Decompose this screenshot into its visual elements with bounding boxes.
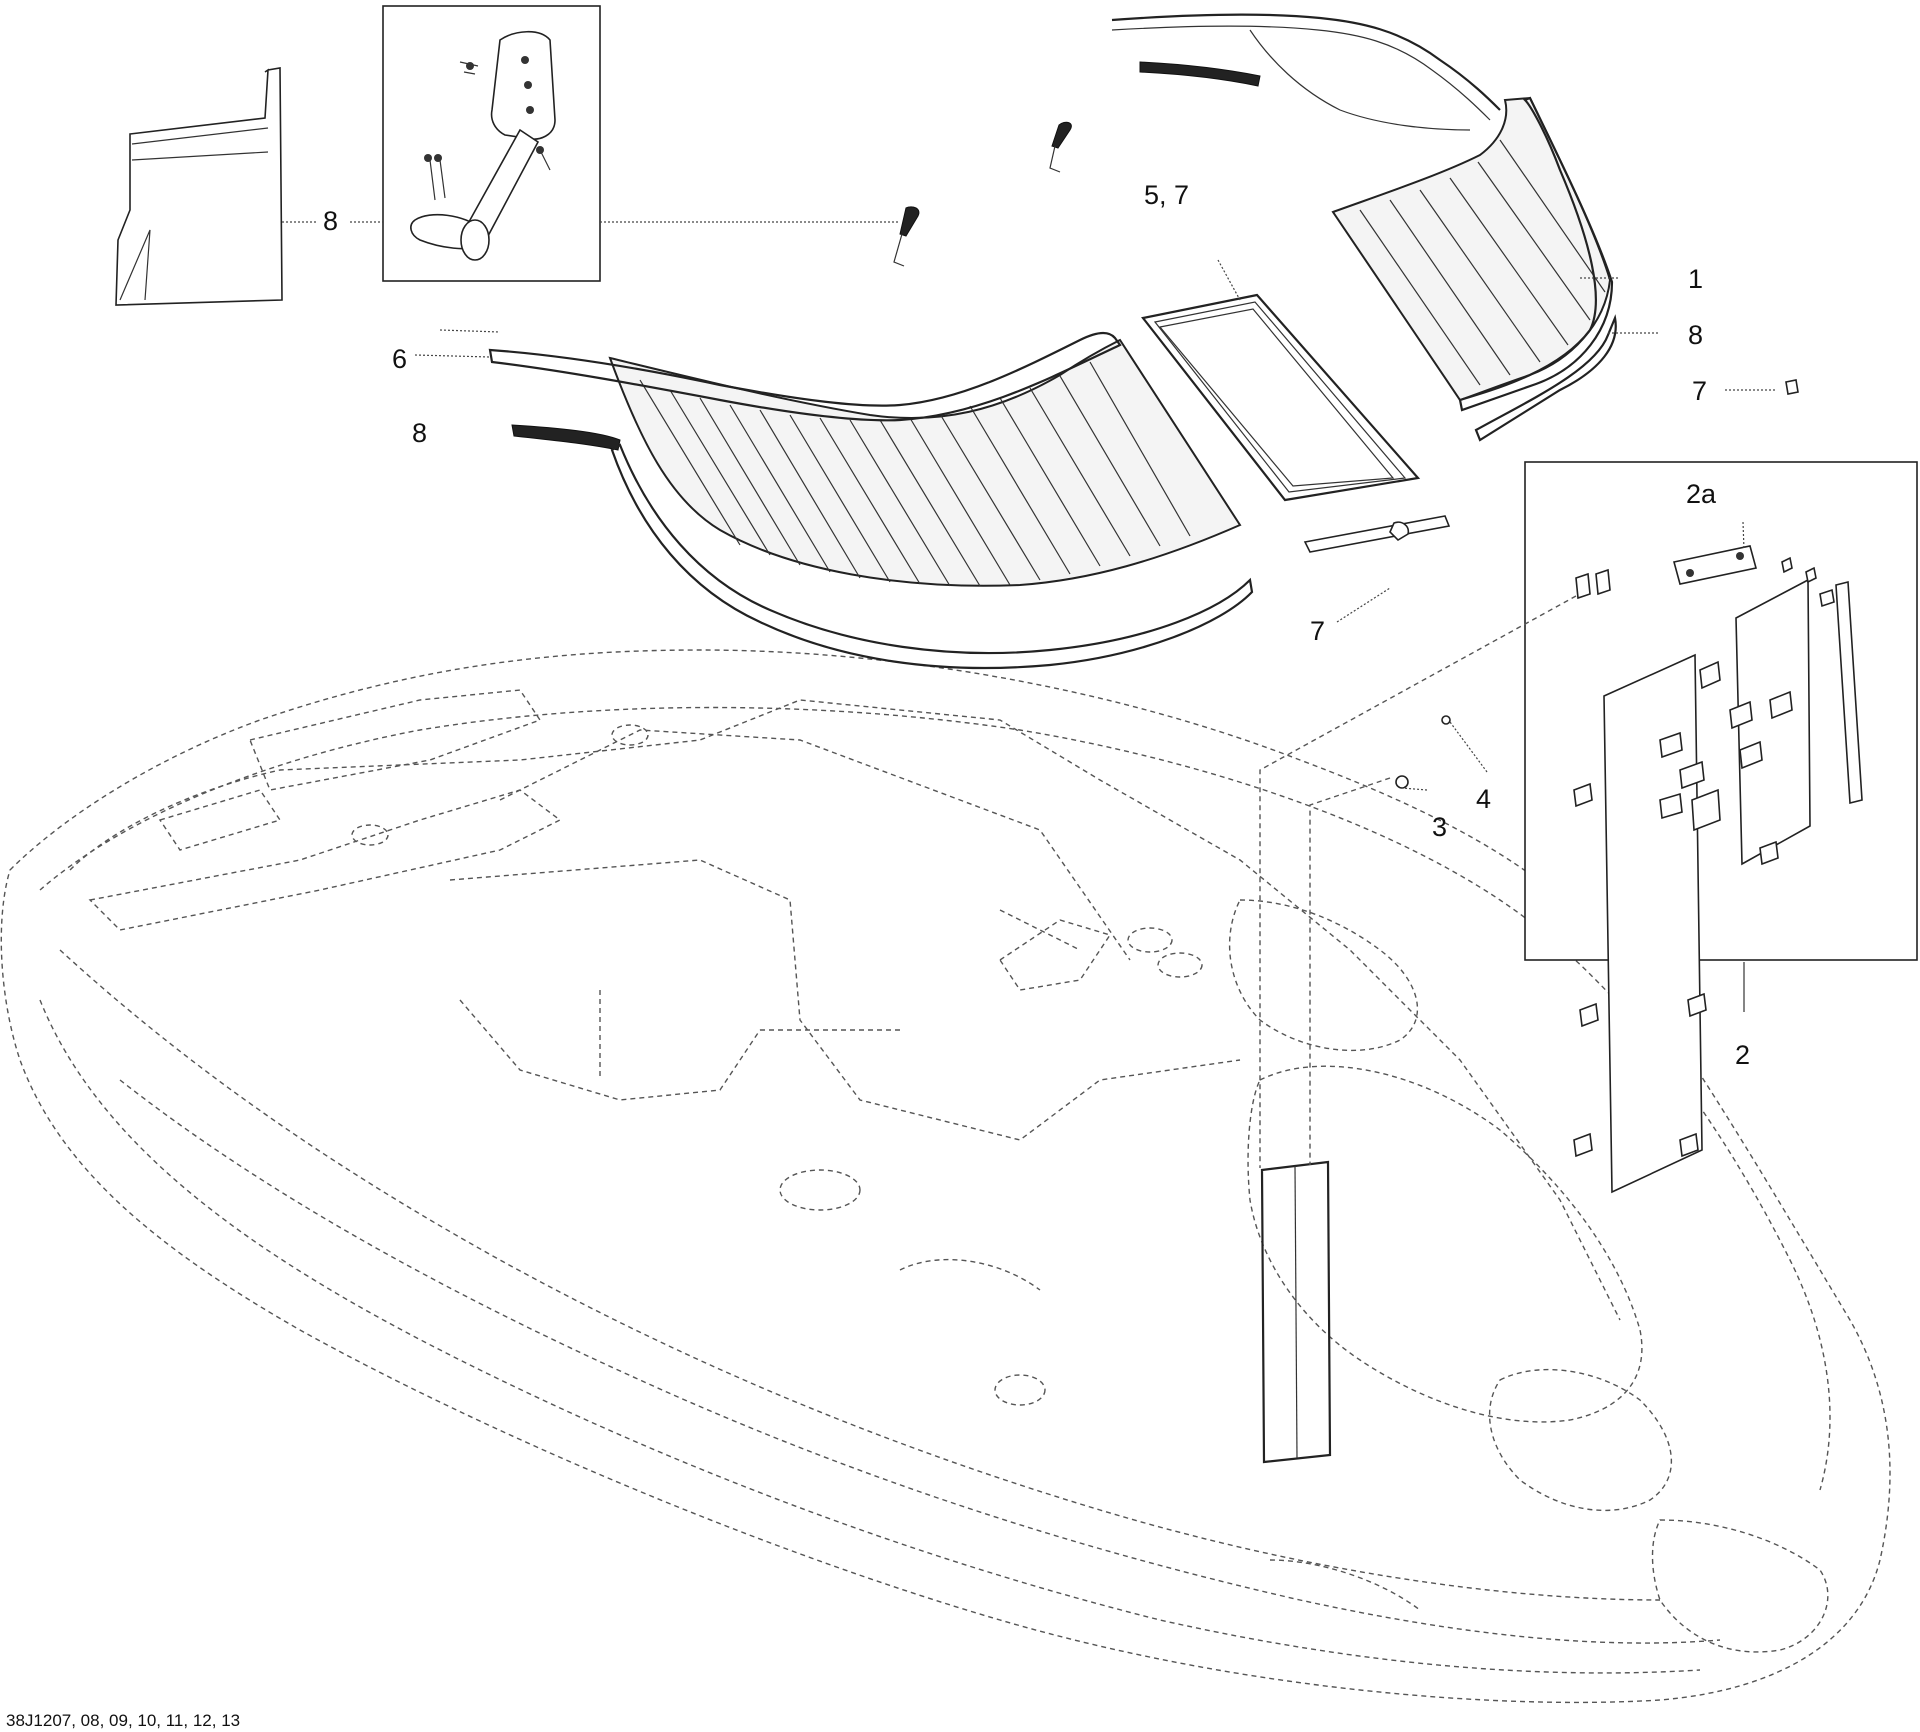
assembly-lines [1259,595,1577,1168]
callout-4: 4 [1476,784,1491,814]
callout-1: 1 [1688,264,1703,294]
leader-lines [282,221,1775,1012]
divider-kit-box [1524,461,1918,1194]
callout-labels: 1 8 7 8 5, 7 6 8 7 2a 3 4 2 [323,180,1750,1070]
callout-8-bag: 8 [323,206,338,236]
callout-3: 3 [1432,812,1447,842]
callout-5-7: 5, 7 [1144,180,1189,210]
callout-2a: 2a [1686,479,1717,509]
center-opening-frame [1141,293,1421,502]
callout-7-right: 7 [1692,376,1707,406]
windshield-assembly [488,13,1617,670]
installed-divider-panel [1260,1160,1332,1464]
boat-hull-drawing [0,649,1891,1704]
left-windshield-hatch [639,361,1191,587]
hardware-3-4 [1395,715,1451,789]
callout-7-mid: 7 [1310,616,1325,646]
drawing-code: 38J1207, 08, 09, 10, 11, 12, 13 [6,1711,240,1730]
support-rods [893,121,1072,267]
windshield-clips [1389,379,1799,542]
hinge-kit-box [382,5,601,282]
callout-6: 6 [392,344,407,374]
callout-8-right: 8 [1688,320,1703,350]
storage-bag [115,67,283,306]
callout-2: 2 [1735,1040,1750,1070]
callout-8-left: 8 [412,418,427,448]
right-windshield-hatch [1359,139,1606,386]
